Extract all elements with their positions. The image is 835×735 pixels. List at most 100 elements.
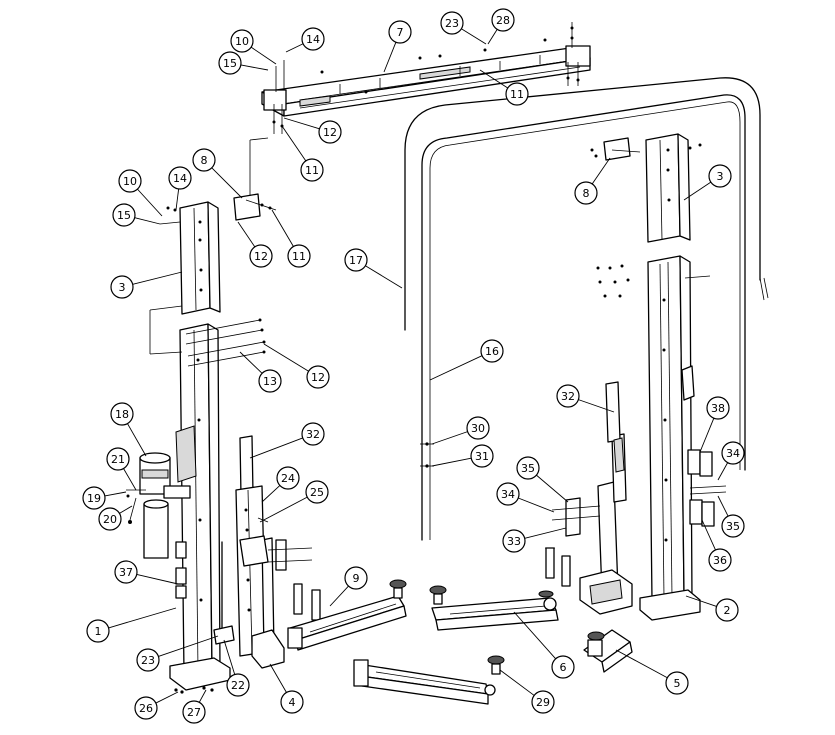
callout-number: 19: [87, 492, 101, 505]
right-pins: [545, 547, 571, 587]
callout-circle: [556, 384, 580, 408]
callout-number: 20: [103, 513, 117, 526]
leader-line: [518, 497, 555, 513]
callout-circle: [551, 655, 575, 679]
callout-circle: [134, 696, 158, 720]
leader-line: [239, 351, 263, 374]
left-lower-blocks: [175, 541, 187, 599]
leader-line: [431, 431, 468, 445]
callout-38: 38: [706, 396, 730, 420]
callout-circle: [665, 671, 689, 695]
leader-line: [536, 474, 569, 503]
leader-line: [263, 343, 309, 372]
callout-circle: [168, 166, 192, 190]
callout-circle: [466, 416, 490, 440]
power-unit: [126, 452, 191, 559]
arm-lower: [353, 655, 505, 705]
leader-line: [108, 607, 177, 629]
callout-number: 23: [141, 654, 155, 667]
leader-line: [479, 69, 509, 89]
leader-line: [281, 125, 307, 162]
leader-line: [127, 423, 147, 457]
leader-line: [211, 167, 243, 199]
callout-3: 3: [708, 164, 732, 188]
crossbeam-bolts: [272, 22, 580, 134]
leader-line: [249, 437, 303, 459]
left-extension-bolts: [149, 206, 183, 355]
callout-circle: [249, 244, 273, 268]
callout-12: 12: [249, 244, 273, 268]
callout-11: 11: [300, 158, 324, 182]
right-post-extension: [645, 133, 691, 243]
callout-circle: [470, 444, 494, 468]
leader-line: [155, 691, 179, 704]
callout-circle: [276, 466, 300, 490]
callout-circle: [112, 203, 136, 227]
leader-line: [104, 491, 127, 497]
callout-number: 6: [560, 661, 567, 674]
leader-line: [134, 217, 161, 225]
callout-circle: [82, 486, 106, 510]
callout-circle: [306, 365, 330, 389]
callout-number: 15: [117, 209, 131, 222]
leader-line: [329, 585, 349, 607]
right-carriage: [579, 381, 633, 615]
callout-number: 18: [115, 408, 129, 421]
callout-number: 21: [111, 453, 125, 466]
leader-line: [717, 495, 729, 517]
callout-number: 32: [561, 390, 575, 403]
leader-line: [683, 181, 712, 201]
leader-line: [136, 574, 179, 585]
leader-line: [132, 271, 183, 285]
leader-line: [175, 188, 180, 211]
callout-circle: [706, 396, 730, 420]
callout-number: 35: [521, 462, 535, 475]
leader-line: [699, 418, 715, 453]
callout-27: 27: [182, 700, 206, 724]
left-post-extension: [179, 201, 221, 315]
callout-circle: [440, 11, 464, 35]
callout-36: 36: [708, 548, 732, 572]
callout-33: 33: [502, 529, 526, 553]
leader-line: [717, 462, 729, 481]
leader-line: [269, 663, 287, 693]
left-lock-rod: [213, 541, 235, 645]
callout-number: 34: [726, 447, 740, 460]
callout-6: 6: [551, 655, 575, 679]
callout-circle: [287, 244, 311, 268]
callout-circle: [230, 29, 254, 53]
callout-7: 7: [388, 20, 412, 44]
callout-number: 16: [485, 345, 499, 358]
leader-line: [429, 355, 483, 381]
leader-line: [487, 29, 498, 45]
callout-number: 24: [281, 472, 295, 485]
right-bracket: [590, 137, 702, 161]
callout-number: 14: [306, 33, 320, 46]
callout-circle: [305, 480, 329, 504]
leader-line: [240, 64, 269, 71]
leader-line: [237, 221, 256, 248]
callout-circle: [708, 164, 732, 188]
callout-number: 8: [201, 154, 208, 167]
leader-line: [591, 157, 611, 185]
callout-number: 10: [123, 175, 137, 188]
arm-upper-right: [429, 585, 559, 631]
overhead-hose: [404, 77, 769, 541]
left-anchor-parts: [174, 686, 214, 694]
callout-4: 4: [280, 690, 304, 714]
callout-circle: [301, 422, 325, 446]
callout-15: 15: [112, 203, 136, 227]
callout-circle: [715, 598, 739, 622]
callout-28: 28: [491, 8, 515, 32]
top-crossbeam: [261, 45, 591, 117]
callout-number: 26: [139, 702, 153, 715]
callout-number: 22: [231, 679, 245, 692]
leader-line: [578, 399, 615, 413]
callout-number: 14: [173, 172, 187, 185]
callout-14: 14: [168, 166, 192, 190]
callout-circle: [708, 548, 732, 572]
callout-11: 11: [287, 244, 311, 268]
left-post: [169, 323, 231, 691]
callout-9: 9: [344, 566, 368, 590]
